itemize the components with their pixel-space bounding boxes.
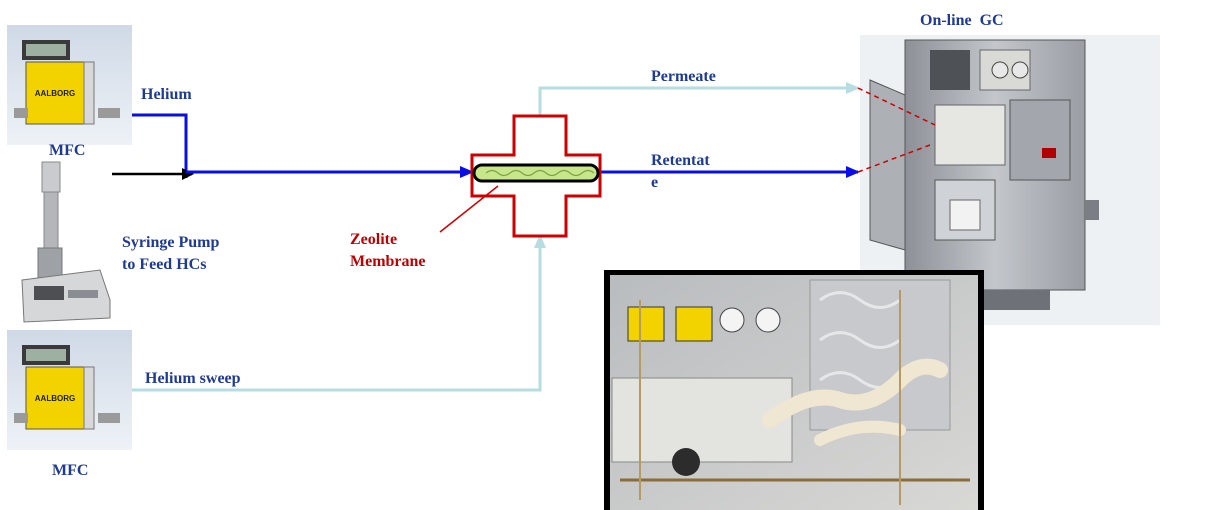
mfc-bottom-label: MFC bbox=[52, 462, 89, 479]
mfc-top-label: MFC bbox=[49, 142, 86, 159]
zeolite-membrane-label-line2: Membrane bbox=[350, 253, 426, 270]
mfc-brand-top: AALBORG bbox=[35, 89, 75, 98]
retentate-label: Retentat e bbox=[651, 150, 710, 194]
syringe-pump-image bbox=[21, 161, 111, 323]
helium-sweep-label: Helium sweep bbox=[145, 370, 241, 387]
retentate-gc-connector bbox=[857, 144, 931, 173]
zeolite-membrane-label-line1: Zeolite bbox=[350, 231, 398, 248]
online-gc-image bbox=[860, 35, 1160, 325]
mfc-top-image: AALBORG bbox=[7, 25, 132, 145]
online-gc-label: On-line GC bbox=[920, 12, 1004, 30]
zeolite-membrane-label: Zeolite Membrane bbox=[350, 229, 426, 273]
retentate-label-line2: e bbox=[651, 174, 659, 191]
mfc-brand-bottom: AALBORG bbox=[35, 394, 75, 403]
lab-setup-photo bbox=[604, 270, 984, 510]
syringe-pump-label-line1: Syringe Pump bbox=[122, 234, 220, 251]
helium-line bbox=[132, 113, 188, 178]
syringe-pump-label: Syringe Pump to Feed HCs bbox=[122, 232, 219, 276]
online-gc-label-text: On-line GC bbox=[920, 12, 1004, 29]
membrane-module bbox=[470, 114, 602, 238]
permeate-label: Permeate bbox=[651, 68, 716, 85]
syringe-pump-label-line2: to Feed HCs bbox=[122, 256, 207, 273]
helium-label: Helium bbox=[141, 86, 192, 103]
retentate-label-line1: Retentat bbox=[651, 152, 710, 169]
zeolite-pointer-line bbox=[439, 185, 499, 233]
permeate-line bbox=[538, 82, 860, 116]
zeolite-membrane-tube bbox=[472, 163, 600, 183]
mfc-bottom-image: AALBORG bbox=[7, 330, 132, 450]
helium-sweep-line bbox=[132, 234, 546, 392]
